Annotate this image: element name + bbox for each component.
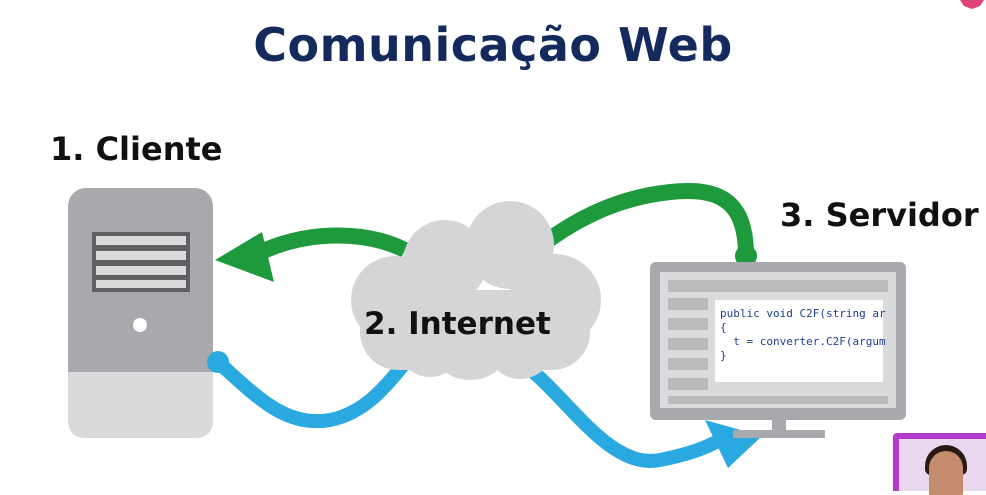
presenter-face <box>929 451 963 495</box>
code-line: { <box>720 321 727 334</box>
internet-label: 2. Internet <box>364 306 551 342</box>
code-line: public void C2F(string ar <box>720 307 886 320</box>
page-title: Comunicação Web <box>253 18 733 72</box>
cloud-icon <box>351 201 601 380</box>
monitor-icon <box>650 262 906 438</box>
client-label: 1. Cliente <box>50 130 223 168</box>
corner-logo-icon <box>960 0 984 9</box>
code-snippet: public void C2F(string ar{ t = converter… <box>720 307 886 363</box>
server-label: 3. Servidor <box>780 196 979 234</box>
code-line: t = converter.C2F(argum <box>720 335 886 348</box>
webcam-background <box>899 439 986 495</box>
code-line: } <box>720 349 727 362</box>
presenter-webcam-thumbnail <box>893 433 986 495</box>
client-tower-icon <box>68 188 213 438</box>
